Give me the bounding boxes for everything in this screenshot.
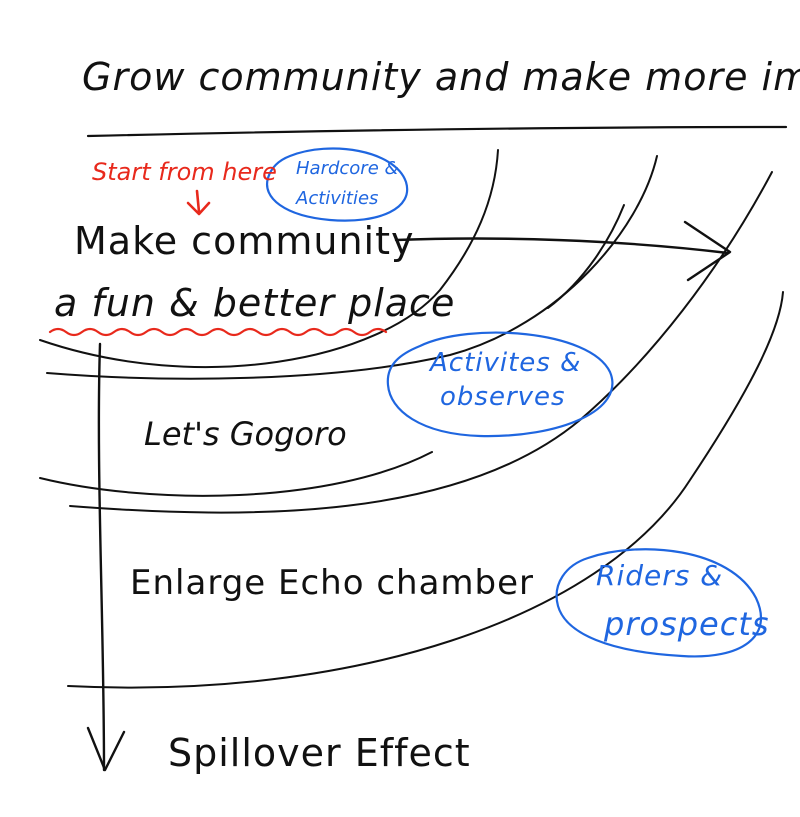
bubble-riders-line2: prospects [604,605,770,643]
arc-level-1 [39,149,499,368]
level-2-label: Let's Gogoro [144,415,347,453]
bubble-outline-hardcore [265,147,409,222]
diagram-title: Grow community and make more impact [82,55,800,99]
bubble-hardcore-line2: Activities [296,188,379,209]
level-1-label-line2: a fun & better place [54,281,456,325]
arc-level-3 [39,451,433,497]
vertical-arrow-line [97,342,106,772]
bubble-outline-riders [555,548,763,658]
bubble-riders-line1: Riders & [596,559,724,592]
bubble-outline-activities [386,331,614,438]
vertical-arrow-head [86,726,126,772]
horizontal-arrow-line [394,237,730,255]
wavy-underline [48,327,388,337]
start-note: Start from here [92,158,277,186]
title-divider [86,125,788,138]
arc-level-2 [46,155,658,380]
level-4-label: Spillover Effect [168,731,471,775]
bubble-activities-line1: Activites & [430,348,582,378]
arc-level-4 [69,171,773,514]
bubble-activities-line2: observes [440,382,566,412]
level-1-label-line1: Make community [74,219,415,263]
horizontal-arrow-head [683,220,732,282]
arc-inner [547,204,625,309]
start-arrow-icon [186,189,211,216]
bubble-hardcore-line1: Hardcore & [296,158,399,179]
level-3-label: Enlarge Echo chamber [130,563,535,603]
